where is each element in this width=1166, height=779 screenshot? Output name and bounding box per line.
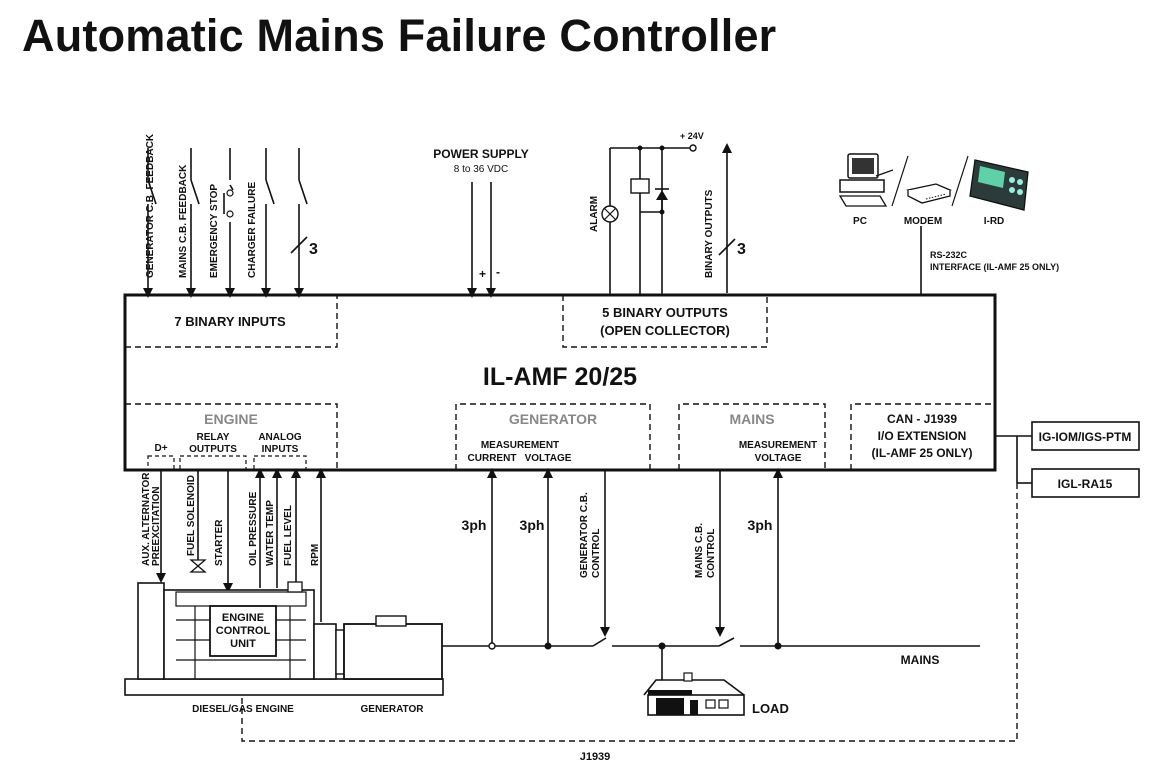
engine-label: DIESEL/GAS ENGINE	[192, 704, 294, 715]
mains-cb-control-label: MAINS C.B.	[694, 523, 705, 578]
signal-aux-alternator: AUX. ALTERNATOR	[141, 472, 152, 566]
gen-voltage-label: VOLTAGE	[525, 453, 572, 464]
gen-current-label: CURRENT	[468, 453, 517, 464]
can-io-label: I/O EXTENSION	[878, 429, 967, 443]
signal-preexcitation: PREEXCITATION	[151, 486, 162, 566]
supply-minus: -	[496, 265, 500, 279]
power-supply-range: 8 to 36 VDC	[454, 164, 508, 175]
can-label: CAN - J1939	[887, 412, 957, 426]
mains-cb-control-sub: CONTROL	[706, 529, 717, 578]
engine-signal-wiring	[156, 468, 326, 622]
alarm-label: ALARM	[589, 196, 600, 232]
ext-ra15-label: IGL-RA15	[1058, 477, 1113, 491]
signal-starter: STARTER	[214, 519, 225, 566]
gen-measurement-label: MEASUREMENT	[481, 440, 559, 451]
rs232-interface-label: INTERFACE (IL-AMF 25 ONLY)	[930, 262, 1059, 272]
ext-iom-label: IG-IOM/IGS-PTM	[1039, 430, 1132, 444]
binary-outputs-vertical-label: BINARY OUTPUTS	[704, 189, 715, 278]
i-rd-panel-icon	[969, 159, 1029, 211]
relay-outputs-label: OUTPUTS	[189, 444, 237, 455]
power-circuit	[442, 468, 980, 685]
power-supply-label: POWER SUPPLY	[433, 147, 529, 161]
analog-label: ANALOG	[258, 432, 302, 443]
device-ird-label: I-RD	[984, 216, 1005, 227]
signal-oil-pressure: OIL PRESSURE	[248, 491, 259, 566]
device-pc-label: PC	[853, 216, 867, 227]
ecu-box	[209, 605, 277, 657]
signal-rpm: RPM	[310, 544, 321, 566]
pc-icon	[838, 153, 894, 207]
output-count-label: 3	[737, 241, 746, 258]
signal-water-temp: WATER TEMP	[265, 500, 276, 566]
relay-label: RELAY	[197, 432, 230, 443]
supply-24v-label: + 24V	[680, 131, 704, 141]
analog-inputs-label: INPUTS	[262, 444, 299, 455]
controller-name: IL-AMF 20/25	[483, 363, 637, 391]
ecu-label-2: CONTROL	[216, 625, 271, 637]
genset-illustration	[124, 581, 444, 696]
phase-label-mains: 3ph	[748, 517, 773, 533]
ecu-label-1: ENGINE	[222, 612, 264, 624]
ecu-label-3: UNIT	[230, 638, 256, 650]
signal-fuel-level: FUEL LEVEL	[283, 505, 294, 566]
input-charger-failure: CHARGER FAILURE	[247, 182, 258, 278]
modem-icon	[906, 183, 953, 204]
page-title: Automatic Mains Failure Controller	[22, 10, 777, 61]
mains-measurement-label: MEASUREMENT	[739, 440, 817, 451]
input-gen-cb-feedback: GENERATOR C.B. FEEDBACK	[145, 133, 156, 278]
signal-fuel-solenoid: FUEL SOLENOID	[186, 475, 197, 556]
generator-label: GENERATOR	[361, 704, 425, 715]
input-mains-cb-feedback: MAINS C.B. FEEDBACK	[178, 164, 189, 278]
binary-inputs-label: 7 BINARY INPUTS	[174, 314, 286, 329]
mains-voltage-label: VOLTAGE	[755, 453, 802, 464]
controller-box	[123, 293, 997, 472]
binary-input-wiring	[143, 148, 308, 298]
d-plus-label: D+	[154, 443, 167, 454]
device-modem-label: MODEM	[904, 216, 942, 227]
generator-section-label: GENERATOR	[509, 411, 597, 427]
binary-outputs-sub: (OPEN COLLECTOR)	[600, 323, 730, 338]
phase-label-voltage: 3ph	[520, 517, 545, 533]
bus-j1939-label: J1939	[580, 751, 611, 763]
binary-outputs-label: 5 BINARY OUTPUTS	[602, 305, 728, 320]
mains-section-label: MAINS	[729, 411, 774, 427]
output-wiring	[601, 143, 736, 295]
gen-cb-control-label: GENERATOR C.B.	[579, 492, 590, 578]
supply-plus: +	[479, 267, 486, 281]
rs232-label: RS-232C	[930, 250, 968, 260]
can-note-label: (IL-AMF 25 ONLY)	[872, 446, 973, 460]
engine-section-label: ENGINE	[204, 411, 258, 427]
load-label: LOAD	[752, 701, 789, 716]
mains-label: MAINS	[901, 653, 940, 667]
input-count-label: 3	[309, 241, 318, 258]
load-house-icon	[643, 672, 745, 716]
ext-module-iom	[1031, 421, 1140, 451]
phase-label-current: 3ph	[462, 517, 487, 533]
input-emergency-stop: EMERGENCY STOP	[209, 184, 220, 278]
gen-cb-control-sub: CONTROL	[591, 529, 602, 578]
